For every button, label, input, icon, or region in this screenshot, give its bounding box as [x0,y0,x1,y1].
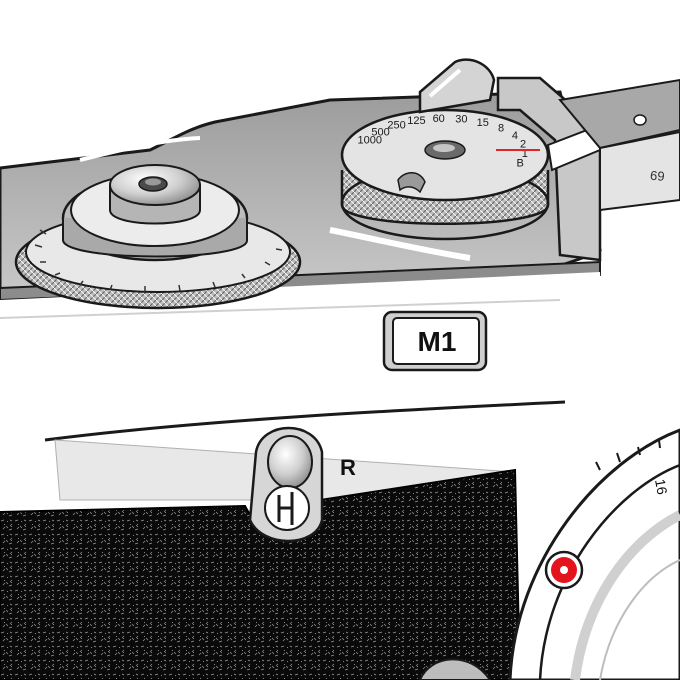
shutter-dial-label: 2 [520,139,526,151]
film-advance-lever[interactable] [418,58,496,114]
shutter-dial-label: 500 [371,126,389,138]
shutter-dial-label: 4 [512,130,518,142]
shutter-dial-label: 15 [477,117,489,129]
rewind-knob[interactable] [14,164,302,310]
model-badge-text: M1 [418,326,457,357]
rewind-lever-label: R [340,455,356,480]
shutter-dial-label: B [517,157,524,169]
shutter-dial-label: 8 [498,123,504,135]
model-badge: M1 [382,310,488,372]
rewind-scale-ticks [34,229,283,292]
shutter-dial-label: 250 [387,120,405,132]
lens-distance-scale-label: 16 [652,478,670,496]
shutter-dial-label: 125 [407,115,425,127]
strap-lug-engraving: 69 [650,168,666,184]
shutter-dial-finger-notch [397,172,426,194]
lens-mount: 16 [418,428,680,680]
shutter-dial-label: 1000 [358,135,382,147]
strap-lug: 69 [558,78,680,212]
shutter-dial-label: 60 [433,113,445,125]
lens-release-button[interactable] [544,550,584,590]
rewind-lever[interactable] [248,426,324,543]
shutter-dial-label: 1 [522,148,528,160]
shutter-dial-label: 30 [455,114,467,126]
